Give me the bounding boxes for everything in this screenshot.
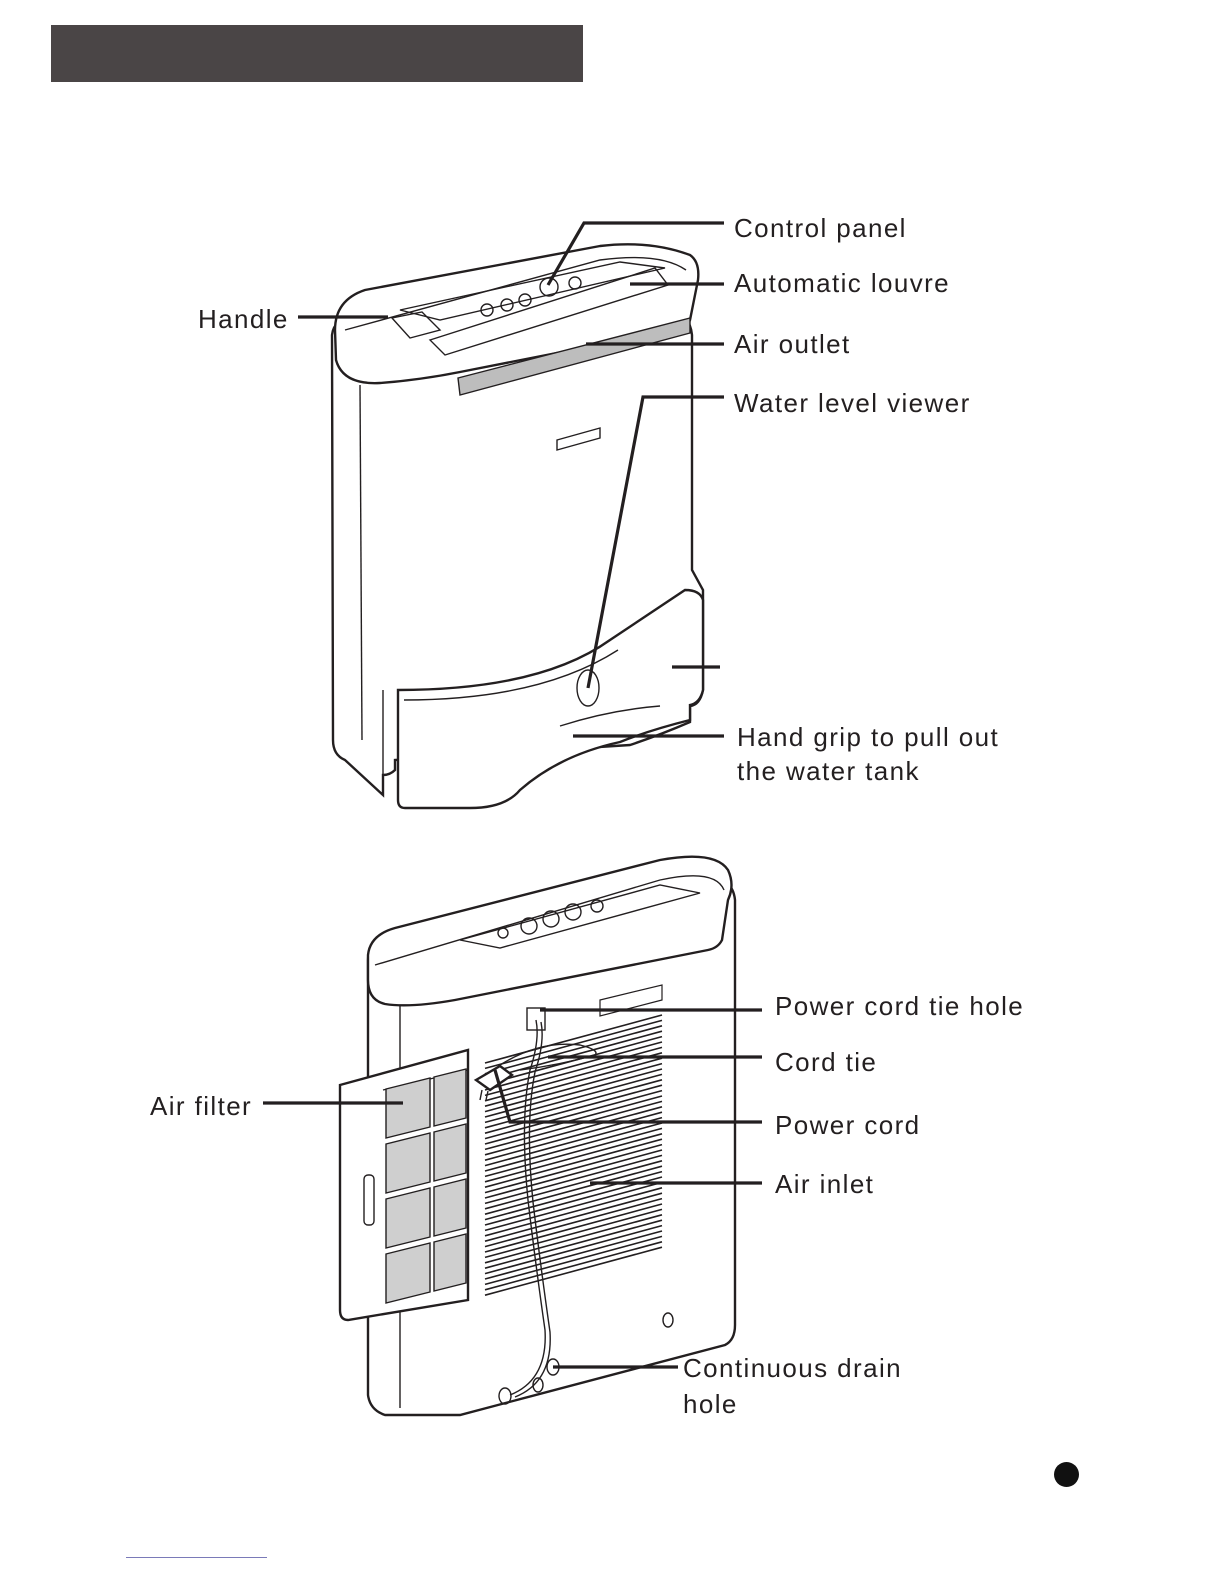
- footer-rule: [126, 1557, 267, 1558]
- air-filter-cell: [386, 1188, 430, 1248]
- rear-view-unit: [340, 857, 735, 1415]
- label-power-cord: Power cord: [775, 1108, 921, 1142]
- air-filter-cell: [434, 1069, 466, 1126]
- air-filter-cell: [386, 1243, 430, 1303]
- air-filter-cell: [434, 1124, 466, 1181]
- front-view-unit: [332, 244, 703, 808]
- label-control-panel: Control panel: [734, 211, 907, 245]
- label-automatic-louvre: Automatic louvre: [734, 266, 950, 300]
- page-marker-dot: [1054, 1462, 1079, 1487]
- air-filter-cell: [386, 1133, 430, 1193]
- label-air-inlet: Air inlet: [775, 1167, 874, 1201]
- label-continuous-drain-line1: Continuous drain: [683, 1351, 902, 1385]
- air-filter-cell: [434, 1234, 466, 1291]
- label-power-cord-tie-hole: Power cord tie hole: [775, 989, 1024, 1023]
- label-hand-grip-line1: Hand grip to pull out: [737, 720, 999, 754]
- label-water-level-viewer: Water level viewer: [734, 386, 971, 420]
- label-hand-grip-line2: the water tank: [737, 754, 920, 788]
- air-filter-cell: [386, 1078, 430, 1138]
- air-filter-cell: [434, 1179, 466, 1236]
- label-handle: Handle: [198, 302, 289, 336]
- label-cord-tie: Cord tie: [775, 1045, 877, 1079]
- label-air-outlet: Air outlet: [734, 327, 851, 361]
- label-air-filter: Air filter: [150, 1089, 252, 1123]
- label-continuous-drain-line2: hole: [683, 1387, 738, 1421]
